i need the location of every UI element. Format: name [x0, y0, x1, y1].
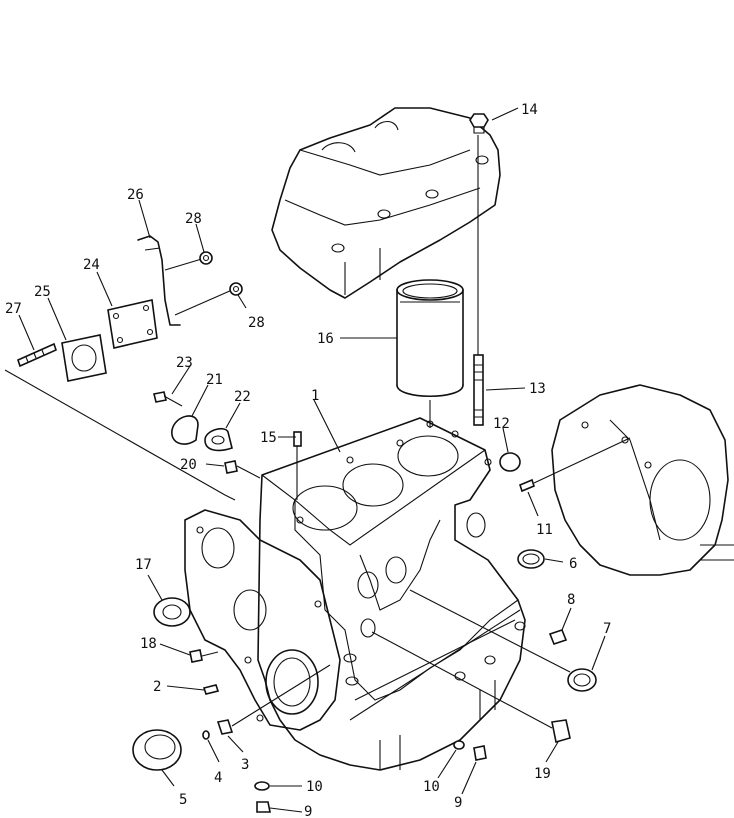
plug-3 [216, 664, 331, 735]
bracket-assembly [107, 235, 233, 349]
callout-9-right: 9 [454, 795, 462, 811]
plug-8 [548, 629, 568, 645]
callout-19: 19 [534, 766, 551, 782]
callout-23: 23 [176, 355, 193, 371]
bolt-23 [153, 391, 183, 407]
callout-22: 22 [234, 389, 251, 405]
callout-20: 20 [180, 457, 197, 473]
seal-ring-6 [517, 549, 545, 569]
leader-lines [18, 107, 606, 813]
callout-25: 25 [34, 284, 51, 300]
washer-10-bottom [254, 781, 270, 791]
callout-28-lower: 28 [248, 315, 265, 331]
callout-18: 18 [140, 636, 157, 652]
nut-28-upper [199, 251, 213, 265]
flywheel-housing [551, 384, 734, 576]
bolt-18 [189, 649, 219, 663]
callout-12: 12 [493, 416, 510, 432]
gasket-22 [204, 428, 233, 452]
callout-15: 15 [260, 430, 277, 446]
callout-17: 17 [135, 557, 152, 573]
plug-9-bottom [256, 801, 271, 813]
washer-10-right [453, 740, 465, 750]
callout-4: 4 [214, 770, 222, 786]
plug-7 [409, 589, 597, 692]
callout-27: 27 [5, 301, 22, 317]
callout-1: 1 [311, 388, 319, 404]
callout-14: 14 [521, 102, 538, 118]
bolt-20 [224, 460, 261, 479]
gasket-plate [61, 334, 107, 382]
callout-10-bottom: 10 [306, 779, 323, 795]
nut-28-lower [229, 282, 243, 296]
callout-28-upper: 28 [185, 211, 202, 227]
bearing-17 [153, 597, 191, 627]
callout-10-right: 10 [423, 779, 440, 795]
callout-9-bottom: 9 [304, 804, 312, 818]
stud-bolt [4, 342, 236, 501]
cover-21 [171, 415, 199, 445]
dowel-15 [293, 431, 302, 500]
cap-nut [469, 113, 489, 134]
callout-2: 2 [153, 679, 161, 695]
plug-19 [371, 631, 571, 744]
plug-12 [499, 452, 521, 472]
callout-3: 3 [241, 757, 249, 773]
callout-13: 13 [529, 381, 546, 397]
cylinder-head-cover [271, 107, 501, 299]
head-stud [473, 135, 484, 426]
callout-24: 24 [83, 257, 100, 273]
pin-2 [202, 684, 220, 695]
ring-4 [202, 730, 210, 740]
callout-26: 26 [127, 187, 144, 203]
cylinder-block [257, 417, 526, 771]
oil-seal-5 [132, 729, 182, 771]
callout-21: 21 [206, 372, 223, 388]
callout-5: 5 [179, 792, 187, 808]
callout-8: 8 [567, 592, 575, 608]
callout-7: 7 [603, 621, 611, 637]
dowel-11 [519, 437, 631, 493]
callout-16: 16 [317, 331, 334, 347]
front-plate [184, 509, 341, 731]
callout-11: 11 [536, 522, 553, 538]
cylinder-liner [396, 279, 464, 428]
callout-6: 6 [569, 556, 577, 572]
plug-9-right [473, 745, 487, 761]
